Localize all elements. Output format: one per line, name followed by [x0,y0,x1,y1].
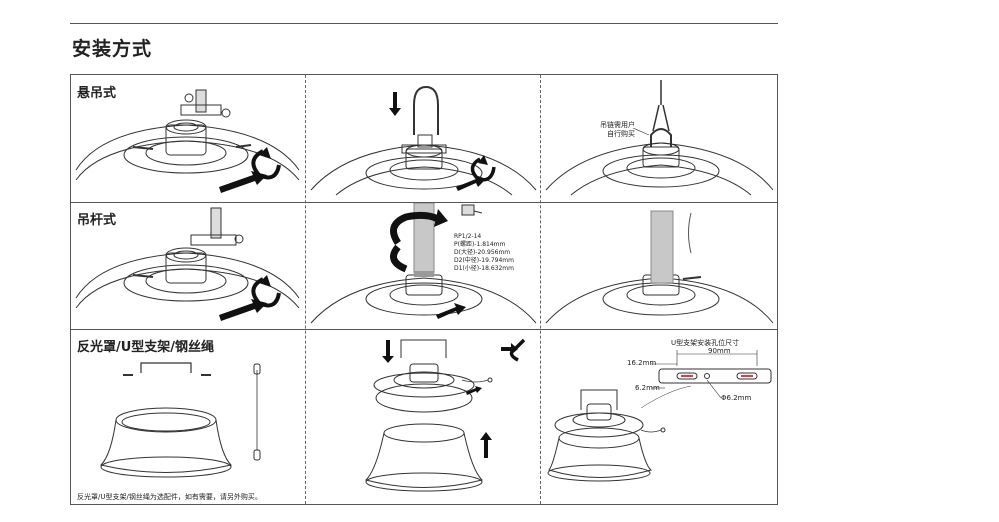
page-title: 安装方式 [72,38,153,60]
row-divider-2 [71,329,777,330]
row-label-pendant: 悬吊式 [77,86,117,101]
accessories-illustration: 反光罩/U型支架/钢丝绳为选配件，如有需要，请另外购买。 [71,330,305,506]
pendant-step-3-illustration: 吊链需用户 自行购买 [541,75,777,202]
rod-step-1-illustration [71,203,305,329]
row-label-rod: 吊杆式 [77,213,117,228]
dim-90mm: 90mm [708,347,731,355]
pendant-step-1-illustration [71,75,305,202]
pendant-step-2-illustration [306,75,540,202]
column-divider-1 [305,75,306,504]
row-label-accessories: 反光罩/U型支架/钢丝绳 [77,340,215,355]
column-divider-2 [540,75,541,504]
installation-grid: 悬吊式 吊杆式 反光罩/U型支架/钢丝绳 [70,74,778,505]
top-rule [70,23,778,24]
accessories-step-2-illustration [306,330,540,506]
dim-phi: Φ6.2mm [721,394,752,402]
rod-step-3-illustration [541,203,777,329]
dim-16mm: 16.2mm [627,359,657,367]
u-bracket-dimensions-illustration: U型支架安装孔位尺寸 90mm 16.2mm 6.2mm Φ6.2mm [541,330,777,506]
dim-6mm: 6.2mm [635,384,660,392]
rod-step-2-illustration: RP1/2-14 P(螺距)-1.814mm D(大径)-20.956mm D2… [306,203,540,329]
chain-note: 吊链需用户 自行购买 [600,121,635,138]
accessory-note: 反光罩/U型支架/钢丝绳为选配件，如有需要，请另外购买。 [77,493,262,501]
u-bracket-title: U型支架安装孔位尺寸 [671,339,740,347]
thread-spec: RP1/2-14 P(螺距)-1.814mm D(大径)-20.956mm D2… [454,233,514,272]
